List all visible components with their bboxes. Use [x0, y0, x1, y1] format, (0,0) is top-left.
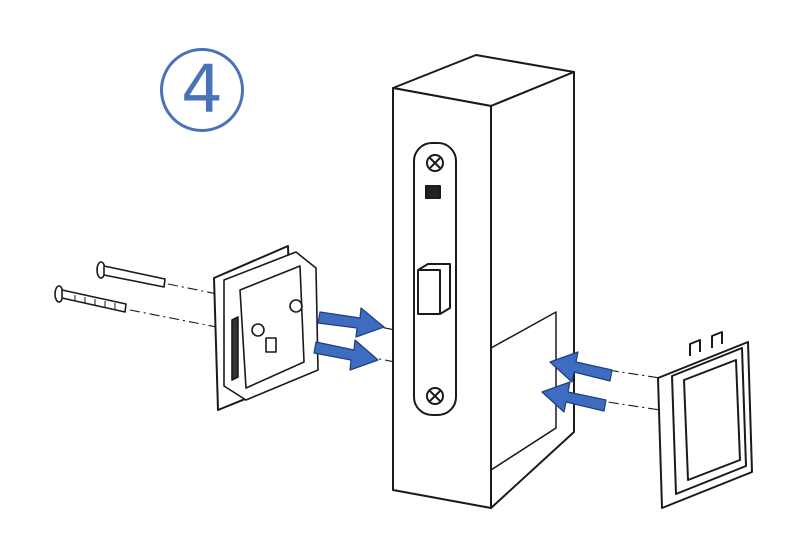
arrow-left-bottom [541, 381, 607, 413]
screw-bottom [54, 285, 127, 313]
screw-top [96, 261, 166, 288]
arrow-right-top [317, 307, 385, 338]
arrow-right-bottom [313, 339, 379, 371]
outer-cover-plate [657, 331, 753, 509]
inner-lock-body [213, 245, 319, 411]
arrow-left-top [549, 351, 613, 383]
direction-arrows [313, 307, 613, 413]
step-number-badge: 4 [160, 48, 244, 132]
door-block [392, 54, 575, 509]
